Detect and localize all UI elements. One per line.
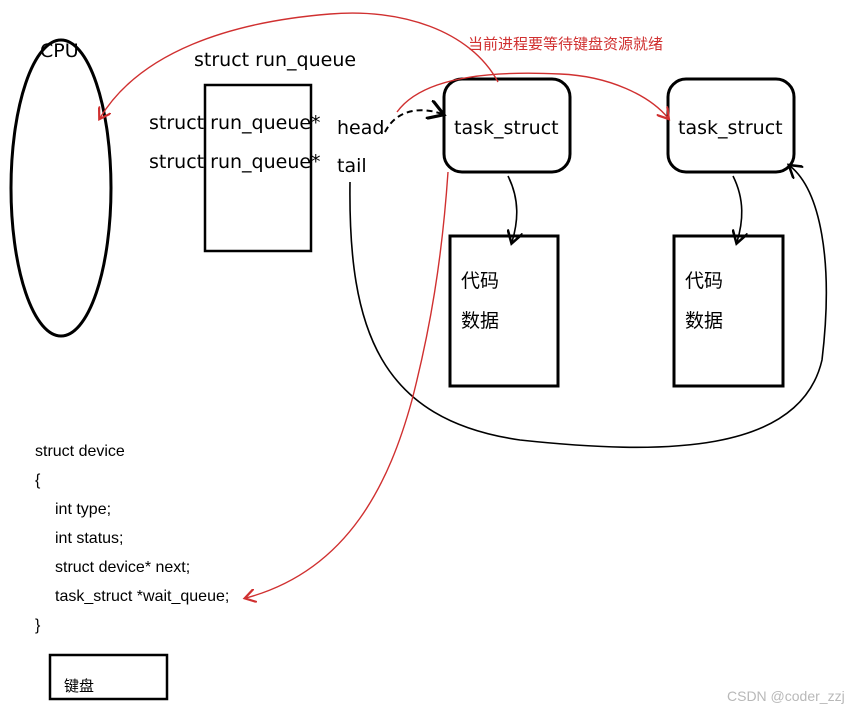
device-line-6: task_struct *wait_queue; [55,588,229,605]
device-line-3: int type; [55,501,111,518]
run-queue-head-type: struct run_queue* [149,112,321,134]
keyboard-box [48,653,169,701]
task-code-label-2: 代码 [685,270,723,292]
task-struct-label-2: task_struct [678,117,783,139]
run-queue-head-name: head [337,117,384,139]
task-struct-box-1 [442,77,572,174]
device-line-2: { [35,472,41,489]
run-queue-title: struct run_queue [194,49,356,71]
task-memory-box-2 [672,234,785,388]
task-memory-box-1 [448,234,560,388]
device-line-4: int status; [55,530,123,547]
task-struct-box-2 [666,77,796,174]
run-queue-tail-name: tail [337,155,367,177]
run-queue-tail-type: struct run_queue* [149,151,321,173]
head-pointer-arrow [384,110,442,133]
watermark: CSDN @coder_zzj [727,688,845,704]
head-to-next-task-arrow [396,72,668,118]
cpu-ellipse [9,38,113,338]
task-struct-label-1: task_struct [454,117,559,139]
task2-to-memory-arrow [733,175,742,242]
task-to-cpu-arrow [100,12,499,118]
device-line-1: struct device [35,443,125,460]
device-line-7: } [35,617,41,634]
tail-pointer-arrow [349,166,828,449]
wait-annotation: 当前进程要等待键盘资源就绪 [468,35,663,53]
task-code-label-1: 代码 [461,270,499,292]
run-queue-box [203,83,313,253]
task-data-label-2: 数据 [685,310,723,332]
task-to-wait-queue-arrow [246,171,449,598]
task1-to-memory-arrow [508,175,517,242]
task-data-label-1: 数据 [461,310,499,332]
device-line-5: struct device* next; [55,559,190,576]
keyboard-label: 键盘 [64,677,94,695]
